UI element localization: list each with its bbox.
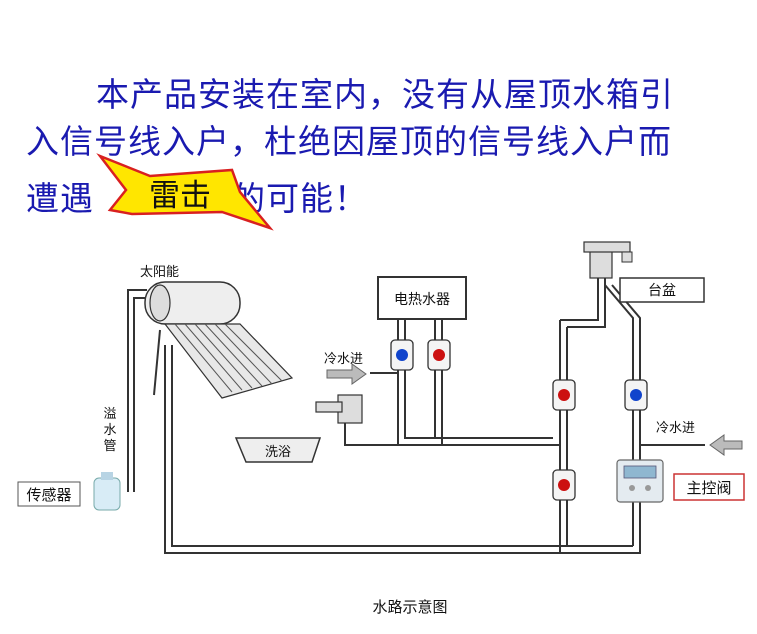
overflow-pipe-label: 溢 水 管 (103, 407, 116, 454)
sensor-icon (93, 477, 121, 511)
cold-in-left: 冷水进 (324, 352, 367, 385)
headline-line-3-start: 遭遇 (26, 179, 94, 218)
lightning-callout: 雷击 (96, 153, 274, 231)
sensor: 传感器 (17, 472, 121, 511)
cold-in-right: 冷水进 (656, 421, 743, 456)
water-heater-label: 电热水器 (394, 292, 450, 308)
lightning-label: 雷击 (149, 178, 211, 214)
basin-tap: 台盆 (583, 241, 705, 303)
cold-in-right-label: 冷水进 (656, 421, 695, 436)
valve-riser-right-cold (624, 379, 648, 411)
bath-label: 洗浴 (265, 445, 291, 460)
valve-heater-hot (427, 339, 451, 371)
valves (390, 339, 648, 501)
bathtub: 洗浴 (234, 437, 322, 463)
sensor-label: 传感器 (26, 486, 71, 504)
valve-riser-upper-hot (552, 379, 576, 411)
electric-water-heater: 电热水器 (377, 276, 467, 320)
solar-water-heater: 太阳能 (140, 265, 294, 399)
headline-line-1: 本产品安装在室内，没有从屋顶水箱引 (96, 75, 674, 114)
valve-riser-lower-hot (552, 469, 576, 501)
diagram-caption: 水路示意图 (372, 598, 447, 616)
lightning-bolt-shape (96, 153, 274, 231)
main-control-valve: 主控阀 (616, 459, 745, 503)
sensor-label-box (17, 481, 81, 507)
svg-text:溢: 溢 (103, 407, 116, 422)
cold-in-left-label: 冷水进 (324, 352, 363, 367)
cold-in-right-arrow-icon (709, 434, 743, 456)
solar-label: 太阳能 (140, 265, 179, 280)
main-valve-label: 主控阀 (686, 479, 731, 497)
svg-text:水: 水 (103, 423, 116, 438)
svg-text:管: 管 (103, 439, 116, 454)
headline-line-2: 入信号线入户，杜绝因屋顶的信号线入户而 (26, 122, 672, 161)
bath-tap (315, 394, 363, 424)
cold-in-left-arrow-icon (326, 363, 367, 385)
basin-label: 台盆 (648, 283, 676, 299)
valve-heater-cold (390, 339, 414, 371)
